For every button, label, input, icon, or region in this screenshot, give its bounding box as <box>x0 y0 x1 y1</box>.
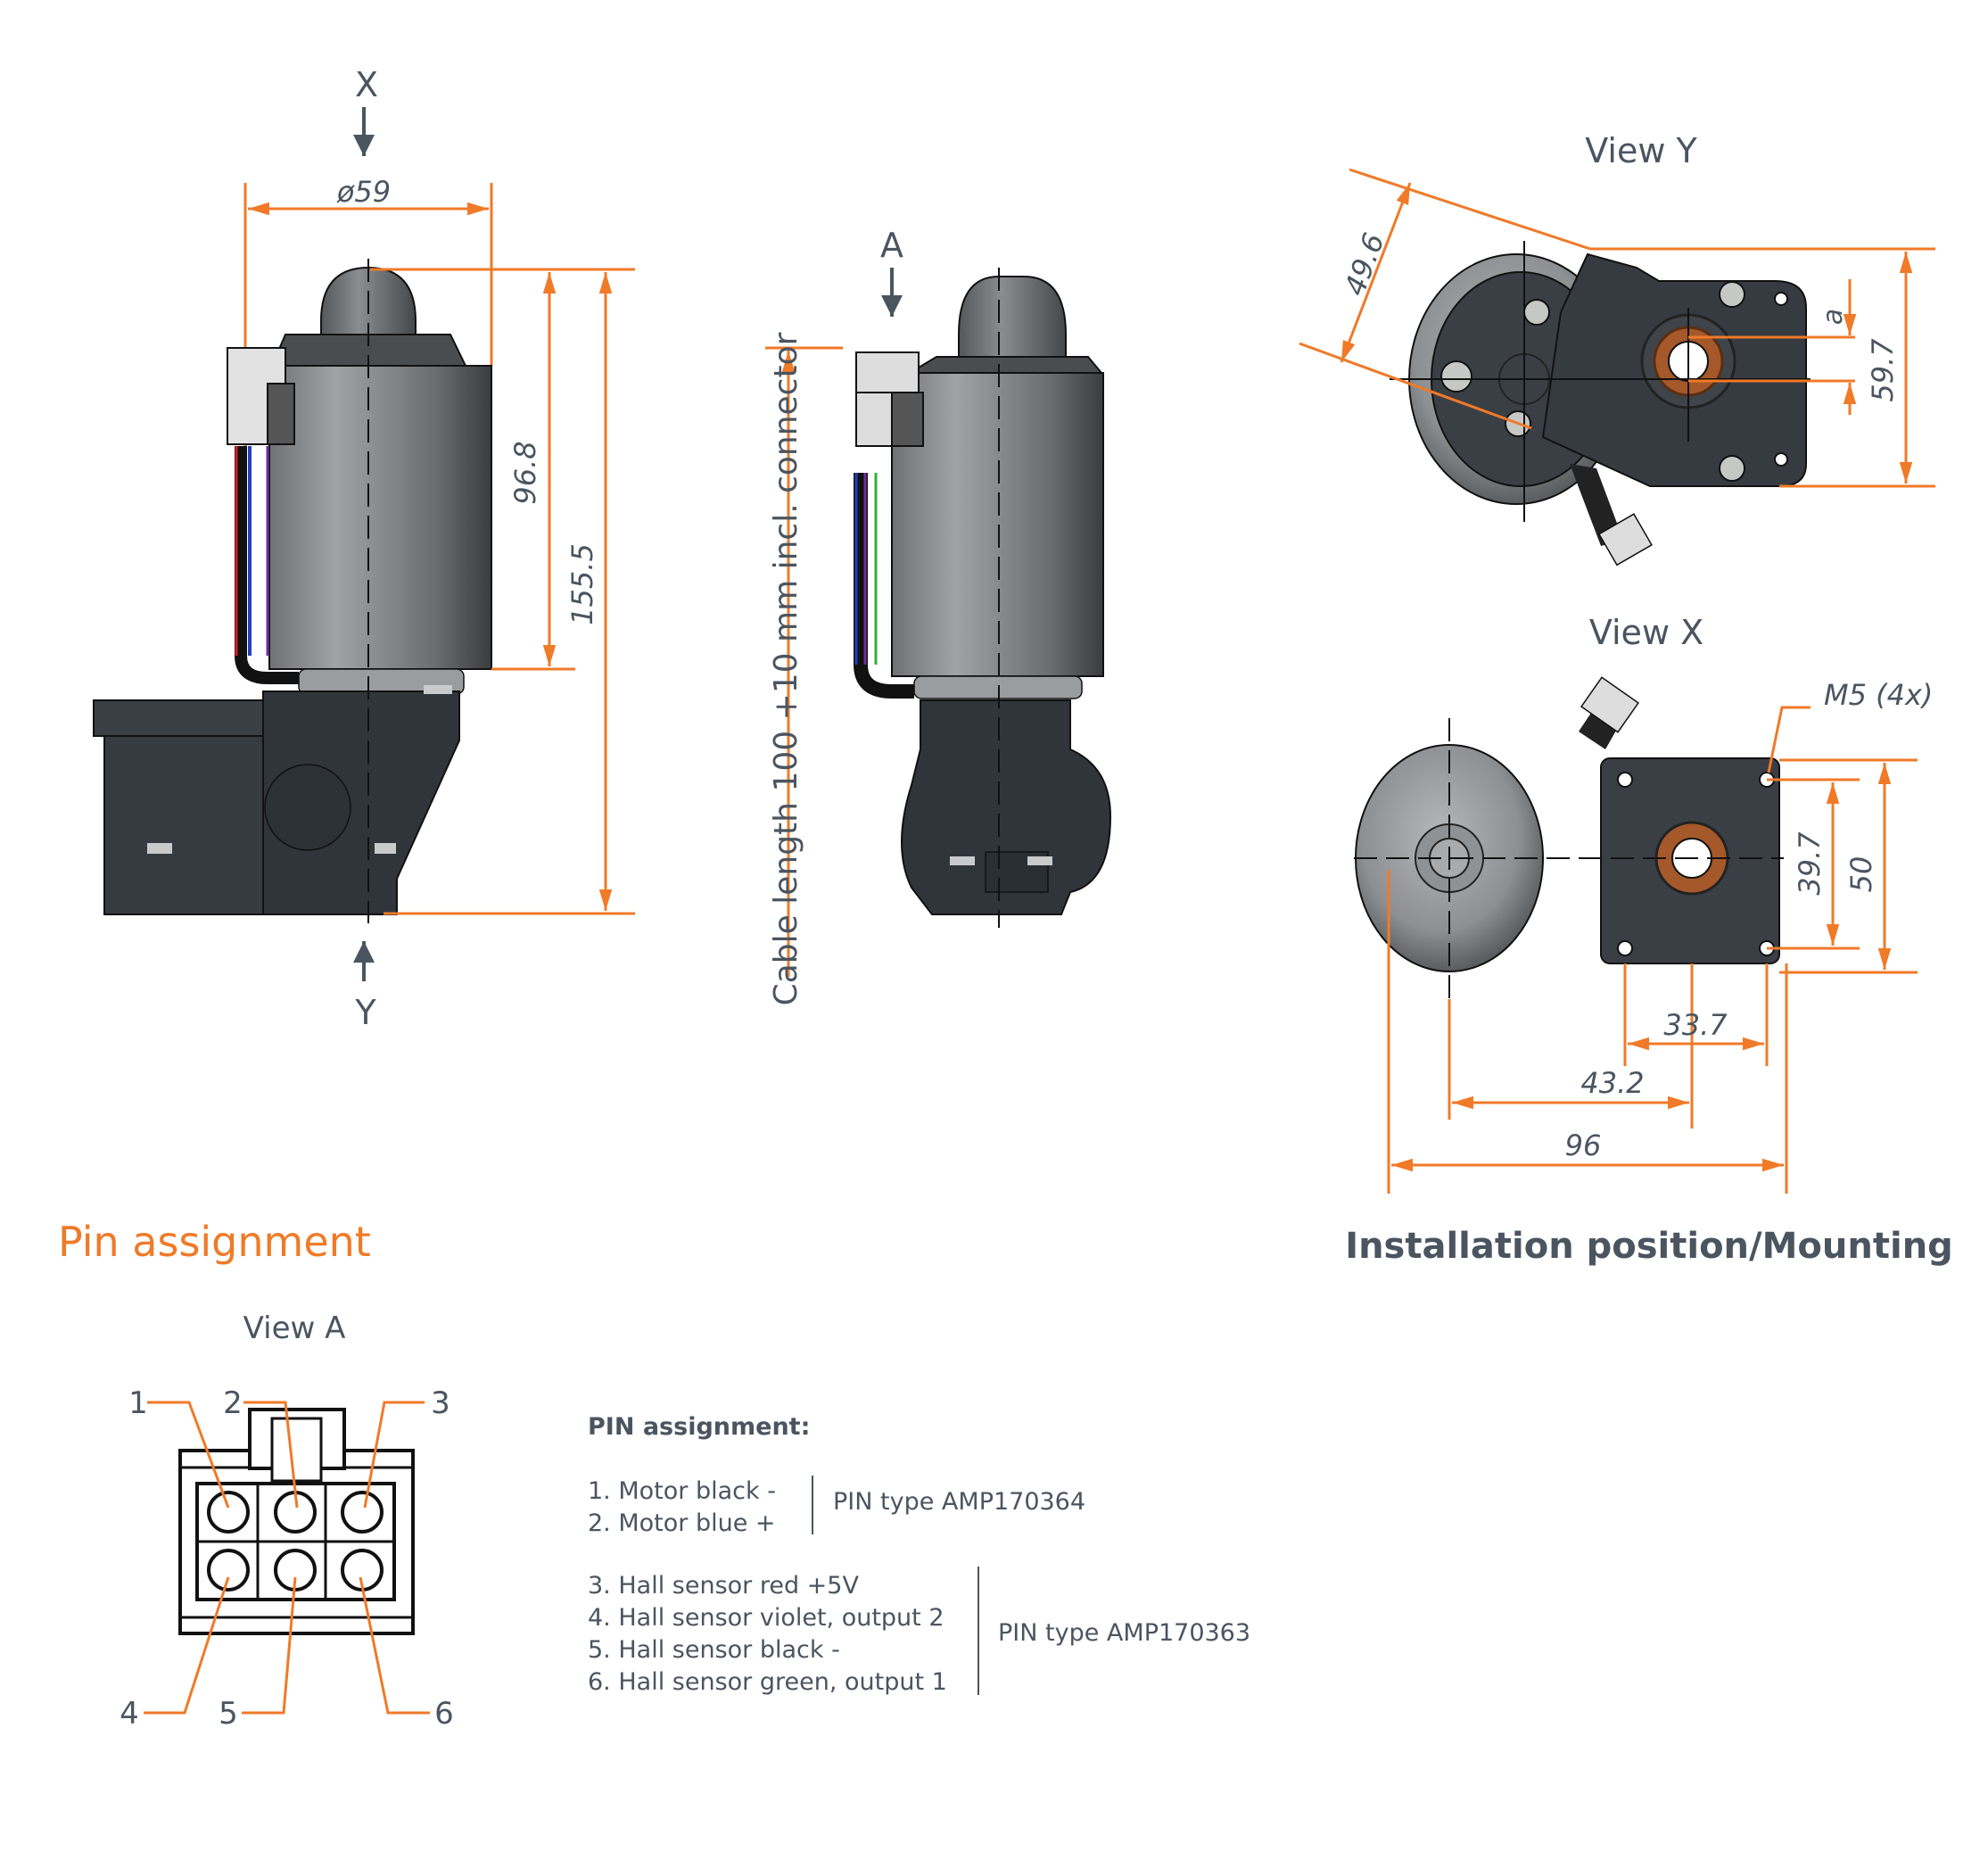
pin-type-1: PIN type AMP170364 <box>833 1488 1086 1516</box>
pin-6-leader <box>359 1576 430 1715</box>
connector <box>855 351 920 398</box>
installation-title: Installation position/Mounting <box>1345 1226 1953 1267</box>
pin-group-2: 3. Hall sensor red +5V 4. Hall sensor vi… <box>588 1570 947 1699</box>
pin-list-title: PIN assignment: <box>588 1413 811 1441</box>
leader-line <box>1767 706 1811 773</box>
gearbox-body <box>262 690 460 915</box>
thread-note: M5 (4x) <box>1824 678 1933 712</box>
pin-diagram: Pin assignment View A 1 2 3 4 5 6 <box>58 1218 454 1732</box>
pin-item-4: 4. Hall sensor violet, output 2 <box>588 1604 945 1632</box>
pin-item-5: 5. Hall sensor black - <box>588 1636 840 1664</box>
pin-section-title: Pin assignment <box>58 1218 371 1266</box>
pin-number-2: 2 <box>223 1385 243 1421</box>
gearbox-housing <box>103 735 266 915</box>
arrow-a-label: A <box>880 226 903 265</box>
pin-number-6: 6 <box>434 1696 454 1732</box>
view-a-label: View A <box>243 1310 346 1346</box>
front-view: A Cable length 100 +10 mm incl. connecto… <box>765 226 1112 1005</box>
dim-total-width-text: 96 <box>1565 1129 1602 1162</box>
cable <box>854 473 914 699</box>
view-y-title: View Y <box>1585 131 1697 170</box>
pin-4-leader <box>144 1576 230 1715</box>
dim-hole-spacing-v-text: 39.7 <box>1793 831 1827 896</box>
pin-group-1: 1. Motor black - 2. Motor blue + <box>588 1476 776 1540</box>
pin-number-4: 4 <box>120 1696 139 1732</box>
pin-item-6: 6. Hall sensor green, output 1 <box>588 1668 947 1696</box>
ext-line <box>1299 342 1532 430</box>
dim-flange-height-text: 50 <box>1844 856 1878 893</box>
dim-motor-height-text: 96.8 <box>508 441 542 504</box>
pin-3-socket <box>341 1491 384 1534</box>
pin-item-3: 3. Hall sensor red +5V <box>588 1572 859 1600</box>
dim-axis-offset-text: 43.2 <box>1580 1066 1644 1100</box>
pin-item-1: 1. Motor black - <box>588 1477 776 1505</box>
ext-line <box>1349 168 1591 251</box>
dim-total-height-text: 155.5 <box>565 543 599 625</box>
pin-number-3: 3 <box>431 1385 450 1421</box>
dim-49-6-line <box>1340 182 1412 363</box>
view-x: View X M5 (4x) 39.7 50 <box>1354 613 1933 1194</box>
arrow-y-label: Y <box>354 993 376 1032</box>
pin-4-socket <box>207 1549 250 1592</box>
motor-body <box>268 365 492 670</box>
view-x-title: View X <box>1589 613 1703 652</box>
dim-angle-width-text: 49.6 <box>1338 228 1391 300</box>
cable-length-note: Cable length 100 +10 mm incl. connector <box>768 332 804 1005</box>
dim-height-text: 59.7 <box>1866 338 1900 402</box>
pin-1-socket <box>207 1491 250 1534</box>
cable <box>235 446 299 684</box>
side-view: X ø59 96.8 155.5 <box>93 65 635 1032</box>
pin-2-leader <box>243 1401 299 1509</box>
pin-item-2: 2. Motor blue + <box>588 1509 776 1537</box>
dim-offset-text: a <box>1818 309 1849 325</box>
dim-hole-spacing-h-text: 33.7 <box>1663 1008 1728 1042</box>
pin-5-leader <box>242 1576 297 1715</box>
pin-1-leader <box>147 1401 230 1509</box>
arrow-x-label: X <box>355 65 378 104</box>
pin-number-5: 5 <box>219 1696 238 1732</box>
pin-type-2: PIN type AMP170363 <box>998 1619 1251 1647</box>
pin-number-1: 1 <box>128 1385 148 1421</box>
connector <box>1580 676 1639 733</box>
dim-diameter-text: ø59 <box>336 175 391 209</box>
pin-3-leader <box>363 1401 425 1509</box>
view-y: View Y 49.6 59.7 a <box>1299 131 1935 566</box>
